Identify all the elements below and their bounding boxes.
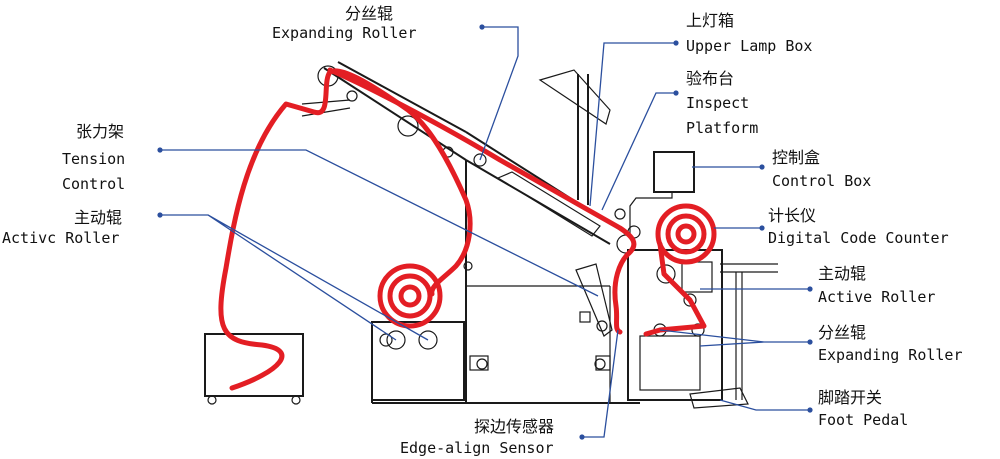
label-foot-pedal: 脚踏开关 Foot Pedal bbox=[818, 388, 908, 429]
label-cn: 上灯箱 bbox=[686, 11, 734, 30]
label-en: Inspect bbox=[686, 94, 749, 112]
label-active-roller-right: 主动辊 Active Roller bbox=[818, 264, 935, 306]
label-en: Upper Lamp Box bbox=[686, 37, 812, 55]
label-en: Edge-align Sensor bbox=[400, 439, 554, 457]
label-en-line2: Control bbox=[62, 175, 125, 193]
leader-active-roller-left bbox=[160, 214, 429, 341]
label-en: Activc Roller bbox=[2, 229, 119, 247]
leader-expanding-roller-right bbox=[659, 329, 810, 347]
machine-frame bbox=[204, 61, 778, 409]
label-tension-control: 张力架 Tension Control bbox=[62, 122, 125, 193]
label-en: Expanding Roller bbox=[272, 24, 417, 42]
leader-lines bbox=[157, 24, 813, 440]
label-cn: 主动辊 bbox=[74, 208, 122, 227]
label-inspect-platform: 验布台 Inspect Platform bbox=[686, 69, 758, 137]
label-control-box: 控制盒 Control Box bbox=[772, 148, 871, 190]
label-en: Foot Pedal bbox=[818, 411, 908, 429]
label-cn: 张力架 bbox=[76, 122, 124, 141]
label-cn: 验布台 bbox=[686, 69, 734, 88]
label-en: Active Roller bbox=[818, 288, 935, 306]
leader-inspect-platform bbox=[601, 92, 676, 211]
leader-expanding-roller-top bbox=[479, 26, 519, 161]
leader-tension-control bbox=[160, 149, 599, 297]
label-en: Digital Code Counter bbox=[768, 229, 949, 247]
label-en: Control Box bbox=[772, 172, 871, 190]
label-cn: 探边传感器 bbox=[474, 417, 554, 436]
label-cn: 控制盒 bbox=[772, 148, 820, 167]
label-en-line2: Platform bbox=[686, 119, 758, 137]
label-cn: 分丝辊 bbox=[818, 323, 866, 342]
label-cn: 计长仪 bbox=[768, 206, 816, 225]
label-digital-code-counter: 计长仪 Digital Code Counter bbox=[768, 206, 949, 247]
label-active-roller-left: 主动辊 Activc Roller bbox=[2, 208, 122, 247]
label-cn: 主动辊 bbox=[818, 264, 866, 283]
label-cn: 脚踏开关 bbox=[818, 388, 882, 407]
label-en: Tension bbox=[62, 150, 125, 168]
label-edge-align-sensor: 探边传感器 Edge-align Sensor bbox=[400, 417, 554, 457]
leader-upper-lamp-box bbox=[589, 42, 676, 207]
label-cn: 分丝辊 bbox=[345, 4, 393, 23]
label-expanding-roller-right: 分丝辊 Expanding Roller bbox=[818, 323, 963, 364]
label-upper-lamp-box: 上灯箱 Upper Lamp Box bbox=[686, 11, 812, 55]
label-expanding-roller-top: 分丝辊 Expanding Roller bbox=[272, 4, 417, 42]
label-en: Expanding Roller bbox=[818, 346, 963, 364]
fabric-web bbox=[218, 67, 717, 391]
leader-edge-align-sensor bbox=[582, 329, 619, 438]
leader-foot-pedal bbox=[719, 399, 810, 411]
